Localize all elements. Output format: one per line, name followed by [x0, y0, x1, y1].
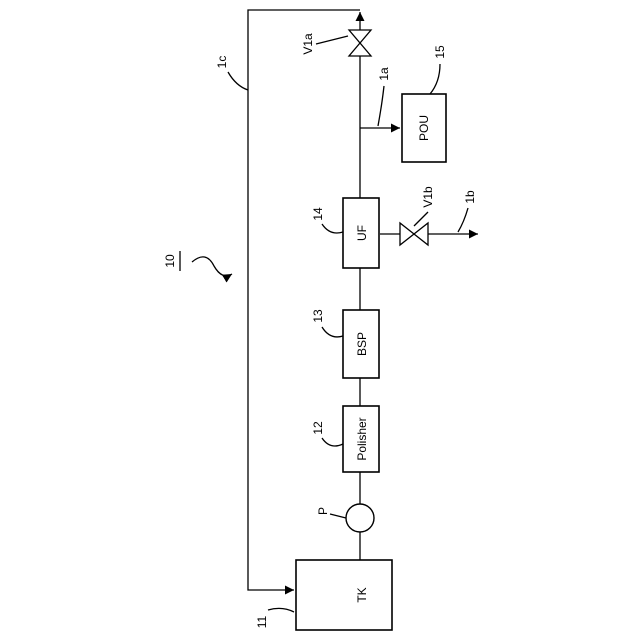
uf-ref: 14	[311, 207, 325, 221]
pou-ref: 15	[433, 45, 447, 59]
polisher-ref-leader	[322, 438, 343, 446]
supply-line-label: 1a	[377, 67, 391, 81]
system-ref-leader	[192, 257, 232, 276]
v1a-label: V1a	[301, 33, 315, 55]
bsp-ref: 13	[311, 309, 325, 323]
polisher-ref: 12	[311, 421, 325, 435]
return-line-leader	[228, 72, 248, 90]
polisher-label: Polisher	[355, 417, 369, 460]
system-ref: 10	[163, 254, 177, 268]
valve-v1a	[349, 30, 371, 56]
tank-ref: 11	[255, 615, 269, 628]
supply-line-leader	[378, 86, 384, 126]
return-line-label: 1c	[215, 56, 229, 69]
bsp-ref-leader	[322, 327, 343, 337]
drain-line-leader	[458, 208, 468, 232]
bsp-label: BSP	[355, 332, 369, 356]
tank-tk	[296, 560, 392, 630]
pump-symbol	[346, 504, 374, 532]
pump-label: P	[316, 507, 330, 515]
v1b-label: V1b	[421, 186, 435, 208]
pou-ref-leader	[430, 64, 440, 94]
pou-label: POU	[417, 115, 431, 141]
uf-label: UF	[355, 225, 369, 241]
tank-ref-leader	[268, 608, 294, 612]
tank-label: TK	[355, 587, 369, 602]
v1a-leader	[316, 36, 348, 44]
uf-ref-leader	[322, 224, 343, 233]
drain-line-label: 1b	[463, 190, 477, 204]
pump-leader	[330, 514, 346, 518]
valve-v1b	[400, 223, 428, 245]
return-line-1c	[248, 10, 360, 590]
